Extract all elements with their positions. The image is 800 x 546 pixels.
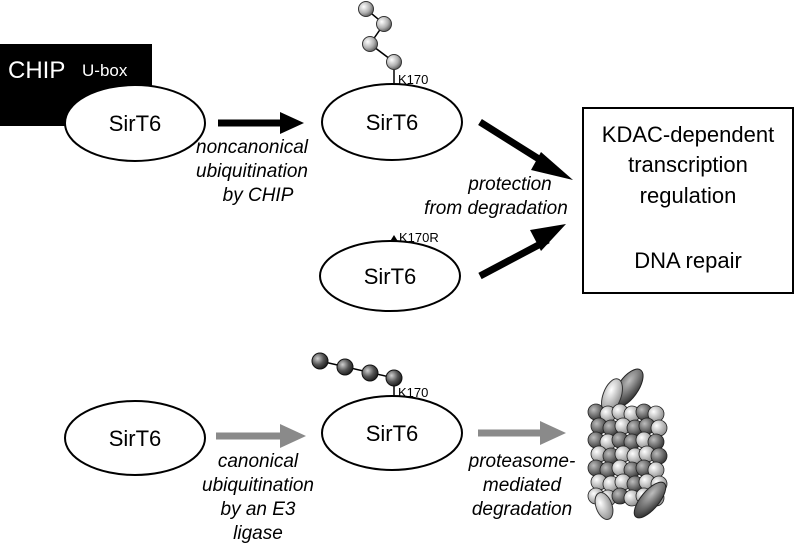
canonical-line-2: ubiquitination bbox=[202, 475, 314, 496]
sirt6-node-k170r: SirT6 bbox=[319, 235, 461, 312]
sirt6-label: SirT6 bbox=[109, 426, 162, 451]
canonical-line-3: by an E3 bbox=[221, 499, 296, 520]
outcome-line-4: DNA repair bbox=[634, 248, 742, 273]
outcome-line-2: transcription bbox=[628, 152, 748, 177]
outcome-line-3: regulation bbox=[640, 183, 737, 208]
sirt6-node-ubiquitinated: SirT6 bbox=[321, 83, 463, 161]
chip-ubox-label: U-box bbox=[82, 61, 128, 80]
noncanonical-line-3: by CHIP bbox=[223, 185, 294, 206]
outcome-line-1: KDAC-dependent bbox=[602, 122, 774, 147]
sirt6-label: SirT6 bbox=[364, 264, 417, 289]
noncanonical-line-1: noncanonical bbox=[196, 137, 309, 158]
proteasome-line-3: degradation bbox=[472, 499, 572, 520]
arrow-to-outcome-upper bbox=[478, 119, 573, 180]
k170r-label: K170R bbox=[399, 230, 439, 245]
canonical-line-1: canonical bbox=[218, 451, 299, 472]
arrow-to-outcome-lower bbox=[478, 224, 566, 280]
protection-line-1: protection bbox=[467, 174, 551, 195]
chip-label: CHIP bbox=[8, 57, 65, 84]
sirt6-label: SirT6 bbox=[366, 110, 419, 135]
proteasome-line-2: mediated bbox=[483, 475, 563, 496]
noncanonical-line-2: ubiquitination bbox=[196, 161, 308, 182]
proteasome-icon bbox=[587, 368, 668, 520]
protection-line-2: from degradation bbox=[424, 198, 568, 219]
sirt6-node-plain: SirT6 bbox=[64, 400, 206, 476]
sirt6-node-canonical: SirT6 bbox=[321, 395, 463, 471]
sirt6-label: SirT6 bbox=[366, 421, 419, 446]
sirt6-label: SirT6 bbox=[109, 111, 162, 136]
arrow-canonical bbox=[216, 424, 306, 448]
ubiquitin-chain-noncanonical bbox=[358, 1, 402, 84]
arrow-proteasome bbox=[478, 421, 566, 445]
sirt6-node-chip: SirT6 bbox=[64, 84, 206, 162]
outcome-box: KDAC-dependent transcription regulation … bbox=[582, 107, 794, 294]
canonical-line-4: ligase bbox=[233, 523, 283, 544]
arrow-noncanonical bbox=[218, 112, 304, 134]
k170-label-top: K170 bbox=[398, 72, 428, 87]
ubiquitin-chain-canonical bbox=[311, 352, 403, 396]
proteasome-line-1: proteasome- bbox=[468, 451, 576, 472]
